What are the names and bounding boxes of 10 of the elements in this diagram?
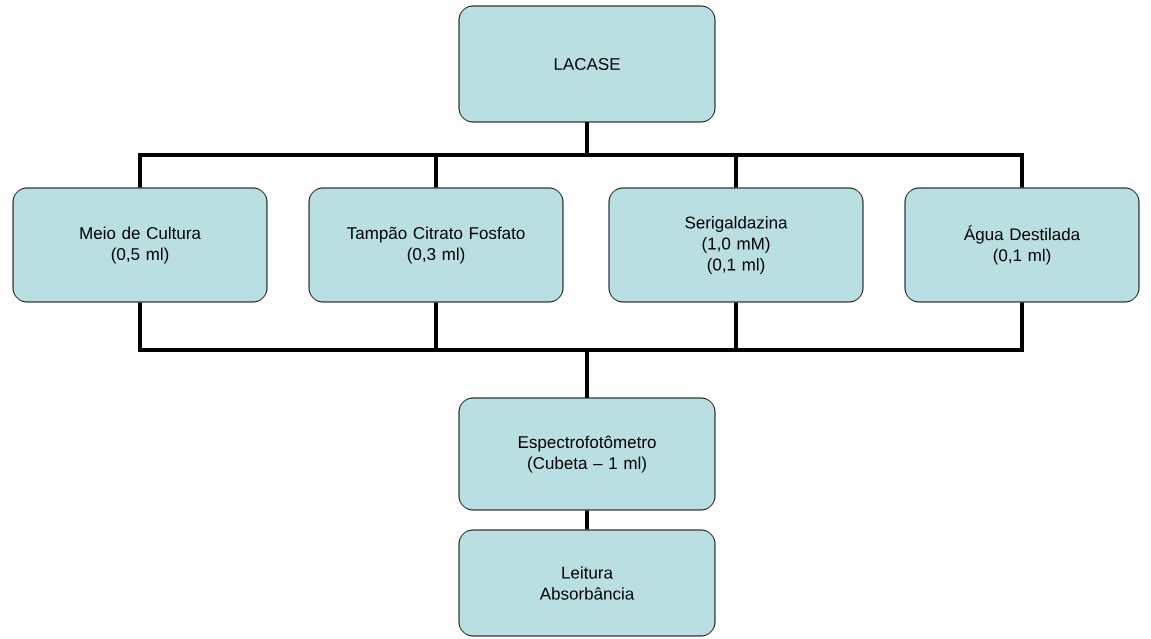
process-box: Água Destilada (0,1 ml) [904,187,1140,303]
connector-line [585,122,1024,188]
process-box: Leitura Absorbância [458,529,716,637]
process-box: Espectrofotômetro (Cubeta – 1 ml) [458,397,716,511]
process-box: Tampão Citrato Fosfato (0,3 ml) [308,187,564,303]
process-box: Serigaldazina (1,0 mM) (0,1 ml) [608,187,864,303]
connector-line [585,302,1024,398]
connector-line [585,510,589,530]
process-box: Meio de Cultura (0,5 ml) [12,187,268,303]
process-box: LACASE [458,5,716,123]
